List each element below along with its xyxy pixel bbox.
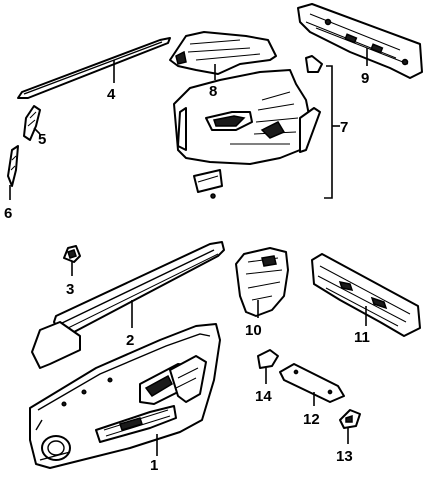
part-5-pillar-trim[interactable] [23,105,41,141]
part-9-package-tray[interactable] [297,3,423,79]
callout-4: 4 [107,86,116,103]
part-6-lower-pillar-trim[interactable] [7,145,19,200]
part-3-clip[interactable] [63,245,81,276]
part-7-quarter-trim-assembly[interactable] [173,55,340,199]
callout-14: 14 [255,388,272,405]
part-10-quarter-lower-trim[interactable] [235,247,289,318]
callout-1: 1 [150,457,158,474]
part-13-insulator[interactable] [339,409,361,444]
callout-2: 2 [126,332,134,349]
part-14-pad[interactable] [257,349,279,384]
callout-12: 12 [303,411,320,428]
part-12-sill-pad[interactable] [279,363,345,406]
callout-11: 11 [354,329,370,346]
callout-6: 6 [4,205,12,222]
callout-10: 10 [245,322,262,339]
callout-13: 13 [336,448,353,465]
part-8-quarter-upper-trim[interactable] [169,31,277,80]
callout-9: 9 [361,70,369,87]
callout-5: 5 [38,131,46,148]
part-11-rear-panel[interactable] [311,253,421,337]
callout-8: 8 [209,83,217,100]
part-4-roof-rail[interactable] [17,37,171,99]
callout-7: 7 [340,119,348,136]
callout-3: 3 [66,281,74,298]
part-1-door-trim-panel[interactable] [29,321,221,469]
